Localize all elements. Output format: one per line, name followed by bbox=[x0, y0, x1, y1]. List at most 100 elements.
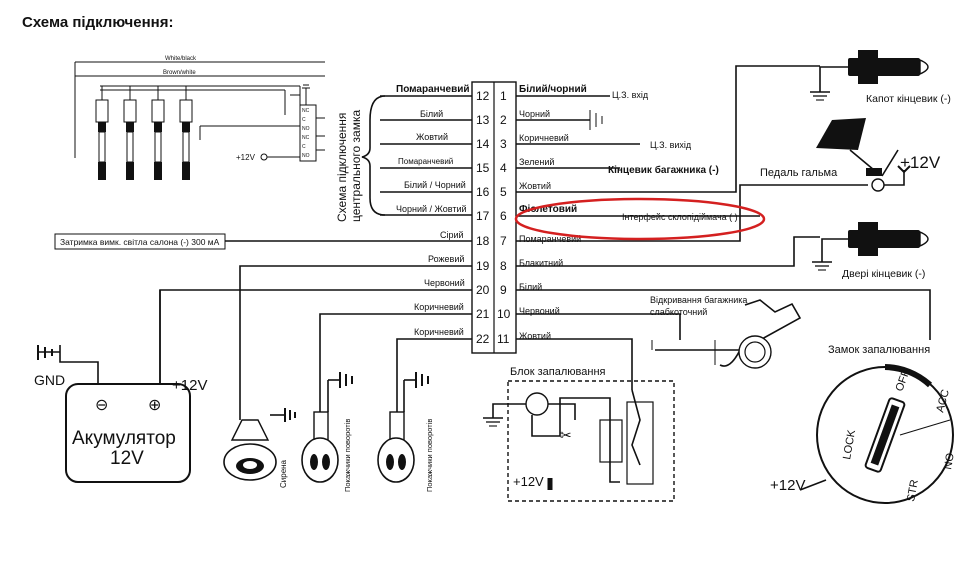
pin-17: 17 bbox=[476, 209, 490, 223]
pin-13: 13 bbox=[476, 113, 490, 127]
battery-12v-label: +12V bbox=[172, 377, 207, 394]
injector-2 bbox=[123, 86, 137, 180]
wire-label-2: Чорний bbox=[519, 109, 550, 119]
ignition-lock-icon bbox=[799, 364, 954, 504]
wire-label-13: Білий bbox=[420, 109, 443, 119]
battery-icon bbox=[37, 290, 191, 483]
lock-pos-no: NO bbox=[942, 452, 957, 471]
relay-pin-5: C bbox=[302, 144, 306, 150]
injector-4 bbox=[179, 86, 193, 180]
cz-in-label: Ц.З. вхід bbox=[612, 90, 649, 100]
wire-label-5: Жовтий bbox=[519, 181, 551, 191]
wire-label-15: Помаранчевий bbox=[398, 157, 453, 166]
right-wire-labels: Білий/чорний Чорний Коричневий Зелений Ж… bbox=[519, 84, 587, 341]
pin-12: 12 bbox=[476, 89, 490, 103]
battery-plus: ⊕ bbox=[148, 397, 161, 414]
mini-wire-top-label: White/black bbox=[165, 56, 197, 62]
wire-label-12: Помаранчевий bbox=[396, 84, 470, 95]
brake-pedal-label: Педаль гальма bbox=[760, 167, 838, 179]
trunk-open-label-2: слабкоточний bbox=[650, 307, 707, 317]
mini-relay-diagram: White/black Brown/white bbox=[74, 56, 325, 180]
pin-8: 8 bbox=[500, 259, 507, 273]
mini-12v-label: +12V bbox=[236, 153, 256, 162]
pin-20: 20 bbox=[476, 283, 490, 297]
turn-2-label: Покажчики поворотів bbox=[425, 419, 434, 492]
wire-label-17: Чорний / Жовтий bbox=[396, 204, 467, 214]
pin-1: 1 bbox=[500, 89, 507, 103]
brake-12v-label: +12V bbox=[900, 153, 941, 172]
wire-label-8: Блакитний bbox=[519, 258, 563, 268]
ignition-lock-label: Замок запалювання bbox=[828, 344, 930, 356]
siren-icon bbox=[223, 408, 296, 481]
relay-pin-1: NC bbox=[302, 108, 310, 114]
ignition-block-12v-label: +12V bbox=[513, 474, 544, 489]
lock-group-label-2: центрального замка bbox=[349, 110, 363, 222]
connector-block bbox=[471, 81, 517, 354]
connector-left-pins: 12 13 14 15 16 17 18 19 20 21 22 bbox=[476, 89, 490, 346]
wire-label-21: Коричневий bbox=[414, 302, 464, 312]
lock-pos-acc: ACC bbox=[934, 388, 952, 414]
pin-16: 16 bbox=[476, 185, 490, 199]
turn-signal-2-icon bbox=[377, 372, 429, 483]
pin-6: 6 bbox=[500, 209, 507, 223]
pin-5: 5 bbox=[500, 185, 507, 199]
door-switch-icon bbox=[812, 222, 929, 271]
pin-18: 18 bbox=[476, 234, 490, 248]
relay-pin-3: NO bbox=[302, 126, 310, 132]
lock-pos-str: STR bbox=[905, 479, 921, 503]
turn-signal-1-icon bbox=[301, 372, 353, 483]
highlight-ellipse bbox=[514, 197, 766, 241]
wire-label-9: Білий bbox=[519, 282, 542, 292]
battery-name: Акумулятор bbox=[72, 428, 176, 449]
ignition-block: ✂ bbox=[483, 380, 675, 502]
pin-7: 7 bbox=[500, 234, 507, 248]
wire-label-22: Коричневий bbox=[414, 327, 464, 337]
siren-label: Сирена bbox=[279, 459, 288, 488]
relay-pin-6: NO bbox=[302, 153, 310, 159]
right-wires bbox=[516, 65, 931, 390]
wire-label-16: Білий / Чорний bbox=[404, 180, 466, 190]
battery-voltage: 12V bbox=[110, 448, 144, 469]
wire-label-1: Білий/чорний bbox=[519, 84, 587, 95]
injector-3 bbox=[151, 86, 165, 180]
cz-out-label: Ц.З. вихід bbox=[650, 140, 692, 150]
brake-pedal-icon bbox=[816, 118, 911, 192]
door-switch-label: Двері кінцевик (-) bbox=[842, 268, 925, 280]
wire-label-11: Жовтий bbox=[519, 331, 551, 341]
wire-label-4: Зелений bbox=[519, 157, 554, 167]
pin-15: 15 bbox=[476, 161, 490, 175]
trunk-open-label-1: Відкривання багажника bbox=[650, 295, 747, 305]
left-wire-labels: Помаранчевий Білий Жовтий Помаранчевий Б… bbox=[396, 84, 470, 337]
pin-22: 22 bbox=[476, 332, 490, 346]
hood-switch-label: Капот кінцевик (-) bbox=[866, 93, 951, 105]
gnd-label: GND bbox=[34, 372, 65, 388]
pin-14: 14 bbox=[476, 137, 490, 151]
interior-light-label: Затримка вимк. світла салона (-) 300 мА bbox=[60, 237, 220, 247]
hood-switch-icon bbox=[810, 50, 929, 101]
turn-1-label: Покажчики поворотів bbox=[343, 419, 352, 492]
left-wires bbox=[159, 95, 472, 420]
wire-label-7: Помаранчевий bbox=[519, 234, 581, 244]
pin-21: 21 bbox=[476, 307, 490, 321]
pin-19: 19 bbox=[476, 259, 490, 273]
wire-label-3: Коричневий bbox=[519, 133, 569, 143]
right-function-labels: Ц.З. вхід Ц.З. вихід Кінцевик багажника … bbox=[608, 90, 738, 222]
wire-label-6: Фіолетовий bbox=[519, 204, 577, 215]
scissors-icon: ✂ bbox=[560, 427, 572, 443]
lock-pos-lock: LOCK bbox=[841, 428, 858, 460]
interior-light-delay: Затримка вимк. світла салона (-) 300 мА bbox=[54, 233, 226, 250]
page-title: Схема підключення: bbox=[22, 14, 174, 31]
relay-pin-2: C bbox=[302, 117, 306, 123]
wire-label-19: Рожевий bbox=[428, 254, 464, 264]
connector-right-pins: 1 2 3 4 5 6 7 8 9 10 11 bbox=[497, 89, 511, 346]
wire-label-18: Сірий bbox=[440, 230, 464, 240]
wire-label-10: Червоний bbox=[519, 306, 560, 316]
battery-minus: ⊖ bbox=[95, 397, 108, 414]
mini-relay-box bbox=[299, 104, 317, 162]
ignition-block-label: Блок запалювання bbox=[510, 366, 606, 378]
trunk-switch-label: Кінцевик багажника (-) bbox=[608, 164, 719, 176]
injector-1 bbox=[95, 86, 109, 180]
wire-label-14: Жовтий bbox=[416, 132, 448, 142]
mini-wire-second-label: Brown/white bbox=[163, 70, 196, 76]
